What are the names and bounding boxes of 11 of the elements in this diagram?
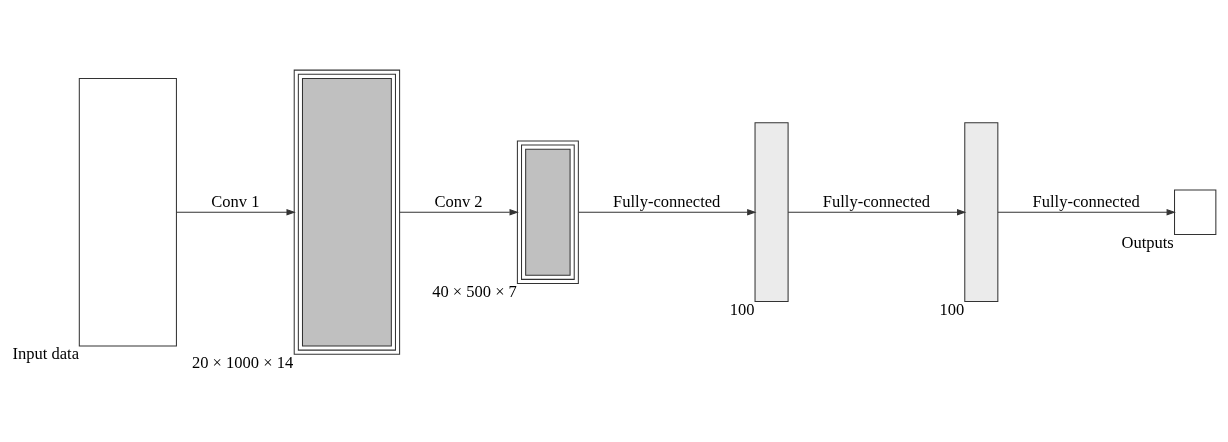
node-label: 20 × 1000 × 14 — [191, 351, 294, 371]
node-label: Outputs — [1121, 232, 1174, 252]
node-label: 40 × 500 × 7 — [432, 281, 517, 301]
node-label: Input data — [12, 343, 79, 363]
edge-label: Conv 1 — [211, 191, 260, 211]
edge-label: Conv 2 — [434, 191, 483, 211]
edge-label: Fully-connected — [822, 191, 931, 211]
node-label: 100 — [729, 299, 755, 319]
node-label: 100 — [939, 299, 965, 319]
edge-label: Fully-connected — [1032, 191, 1140, 211]
edge-label: Fully-connected — [613, 191, 721, 211]
